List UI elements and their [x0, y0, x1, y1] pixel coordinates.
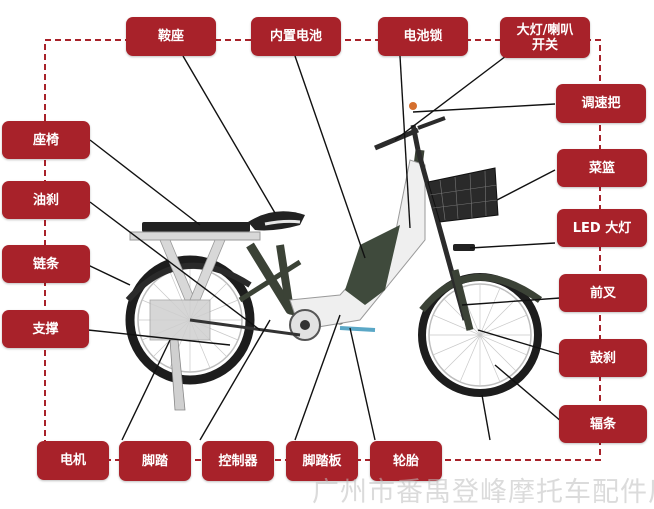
label-built-in-battery: 内置电池: [251, 17, 341, 56]
e-bike-illustration: [125, 102, 543, 411]
label-controller: 控制器: [202, 441, 274, 481]
label-chain: 链条: [2, 245, 90, 283]
label-front-fork: 前叉: [559, 274, 647, 312]
label-seat: 座椅: [2, 121, 90, 159]
label-speed-grip: 调速把: [556, 84, 646, 123]
label-footboard: 脚踏板: [286, 441, 358, 481]
label-led-headlight: LED 大灯: [557, 209, 647, 247]
label-drum-brake: 鼓刹: [559, 339, 647, 377]
label-basket: 菜篮: [557, 149, 647, 187]
label-headlight-horn-switch: 大灯/喇叭 开关: [500, 17, 590, 58]
label-kickstand: 支撑: [2, 310, 89, 348]
label-motor: 电机: [37, 441, 109, 480]
label-pedal: 脚踏: [119, 441, 191, 481]
watermark: 广州市番禺登峰摩托车配件厂: [312, 477, 654, 508]
label-tire: 轮胎: [370, 441, 442, 481]
dashed-frame: [44, 39, 601, 461]
label-spokes: 辐条: [559, 405, 647, 443]
label-battery-lock: 电池锁: [378, 17, 468, 56]
leader-lines: [87, 55, 563, 441]
label-saddle: 鞍座: [126, 17, 216, 56]
label-oil-brake: 油刹: [2, 181, 90, 219]
